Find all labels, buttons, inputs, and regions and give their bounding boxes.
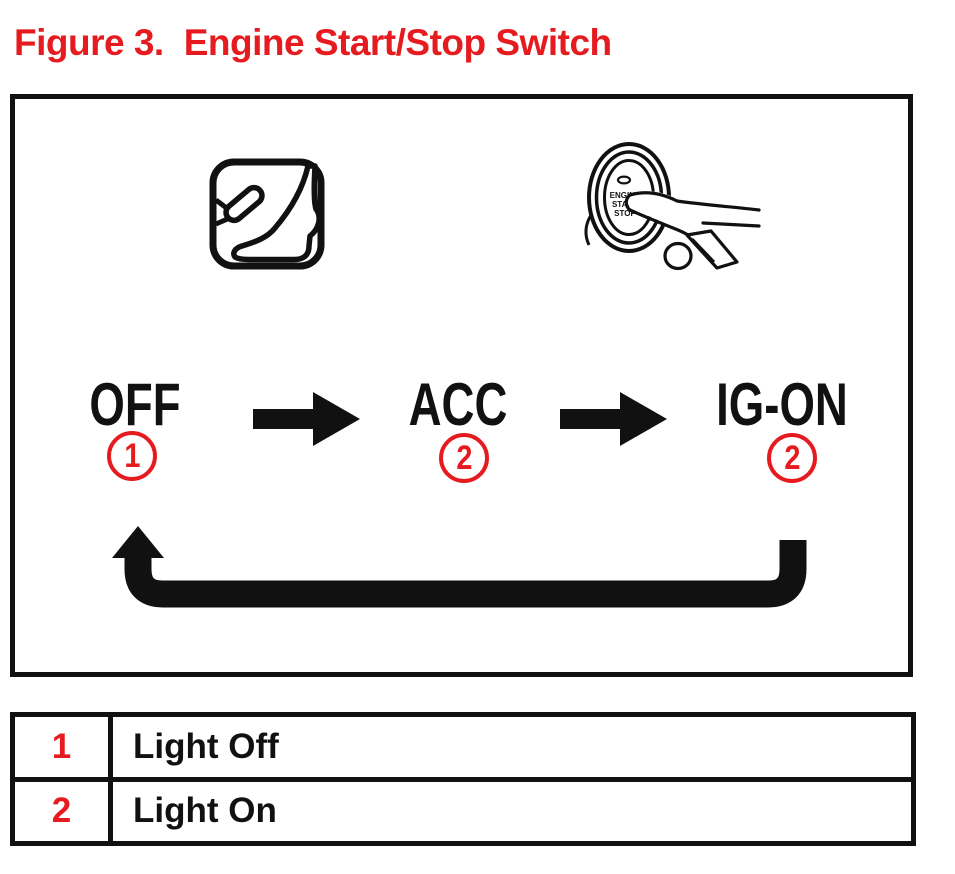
brake-pedal-icon	[209, 158, 325, 270]
button-text-line3: STOP	[614, 209, 636, 218]
legend-key-2: 2	[15, 781, 113, 841]
legend-label-1: Light Off	[133, 726, 279, 766]
hand-lower-edge	[701, 221, 761, 228]
figure-caption: Engine Start/Stop Switch	[183, 22, 612, 63]
marker-2-circle-ig-on: 2	[767, 433, 817, 483]
arrow-shaft	[253, 409, 317, 429]
legend-key-1: 1	[15, 717, 113, 777]
legend-row-2: 2 Light On	[15, 781, 911, 841]
arrow-head	[620, 392, 667, 446]
legend-label-2: Light On	[133, 791, 277, 831]
state-text: ACC	[408, 371, 508, 438]
marker-1-circle: 1	[107, 431, 157, 481]
pedal-pad	[223, 184, 265, 224]
finger-top-edge	[628, 191, 761, 212]
return-arrow-head	[112, 526, 164, 558]
right-arrow-icon	[560, 392, 667, 446]
figure-number: Figure 3.	[14, 22, 164, 63]
marker-number: 2	[783, 439, 801, 477]
state-label-off: OFF	[75, 375, 195, 435]
marker-2-circle-acc: 2	[439, 433, 489, 483]
return-arrow-shaft	[124, 540, 807, 608]
foot-shape	[231, 163, 322, 263]
state-label-ig-on: IG-ON	[695, 375, 868, 435]
hand-mask	[626, 191, 759, 237]
state-text: IG-ON	[716, 371, 848, 438]
knuckle-line	[690, 237, 716, 264]
state-text: OFF	[89, 371, 181, 438]
right-arrow-icon	[253, 392, 360, 446]
curled-finger	[685, 229, 739, 270]
u-turn-return-arrow-icon	[112, 526, 807, 608]
legend-row-1: 1 Light Off	[15, 717, 911, 782]
marker-number: 2	[455, 439, 473, 477]
engine-start-stop-button-icon: ENGINE START STOP	[584, 142, 761, 271]
button-outer-arc	[584, 214, 593, 246]
figure-title: Figure 3. Engine Start/Stop Switch	[14, 24, 612, 61]
arrow-head	[313, 392, 360, 446]
state-label-acc: ACC	[393, 375, 523, 435]
diagram-box: ENGINE START STOP OFF ACC IG-ON	[10, 94, 913, 677]
legend-table: 1 Light Off 2 Light On	[10, 712, 916, 846]
curled-thumb	[663, 241, 693, 271]
button-indicator	[616, 175, 632, 185]
button-text-line1: ENGINE	[610, 191, 641, 200]
arrow-shaft	[560, 409, 624, 429]
marker-number: 1	[123, 437, 141, 475]
